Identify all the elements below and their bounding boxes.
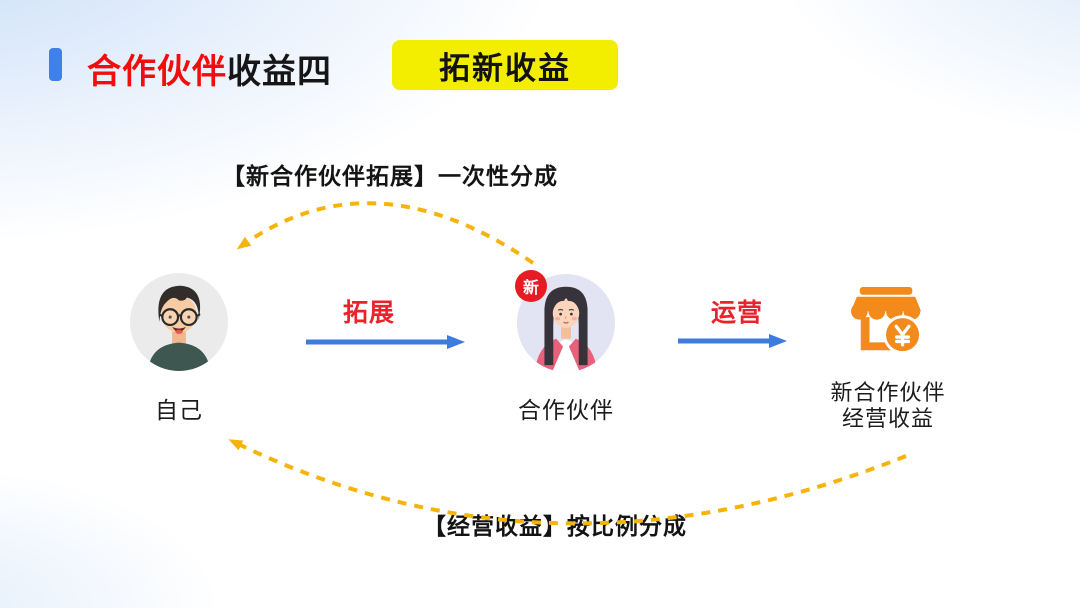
- title-rest: 收益四: [227, 53, 332, 91]
- store-node: [850, 287, 924, 357]
- one-time-share-note: 【新合作伙伴拓展】一次性分成: [222, 163, 558, 189]
- self-node: [130, 273, 228, 371]
- proportional-share-note: 【经营收益】按比例分成: [423, 513, 687, 539]
- self-node-label: 自己: [155, 397, 203, 423]
- page-title: 合作伙伴收益四: [87, 44, 332, 93]
- self-avatar-icon: [130, 273, 228, 371]
- title-highlight: 合作伙伴: [87, 53, 227, 91]
- store-revenue-icon: [851, 287, 922, 355]
- store-node-label: 新合作伙伴 经营收益: [810, 380, 966, 432]
- topic-badge: 拓新收益: [392, 40, 618, 90]
- expand-arrow-label: 拓展: [342, 299, 395, 327]
- yen-icon: [894, 324, 911, 347]
- title-accent-bar: [49, 48, 62, 81]
- operate-arrow-label: 运营: [710, 299, 763, 327]
- one-time-share-arrow: [236, 201, 535, 265]
- partner-avatar-icon: [517, 274, 615, 372]
- store-label-line1: 新合作伙伴: [830, 380, 946, 405]
- store-label-line2: 经营收益: [841, 406, 934, 431]
- partner-node-label: 合作伙伴: [518, 397, 614, 423]
- new-badge: 新: [515, 270, 547, 302]
- partner-node: 新: [515, 270, 615, 372]
